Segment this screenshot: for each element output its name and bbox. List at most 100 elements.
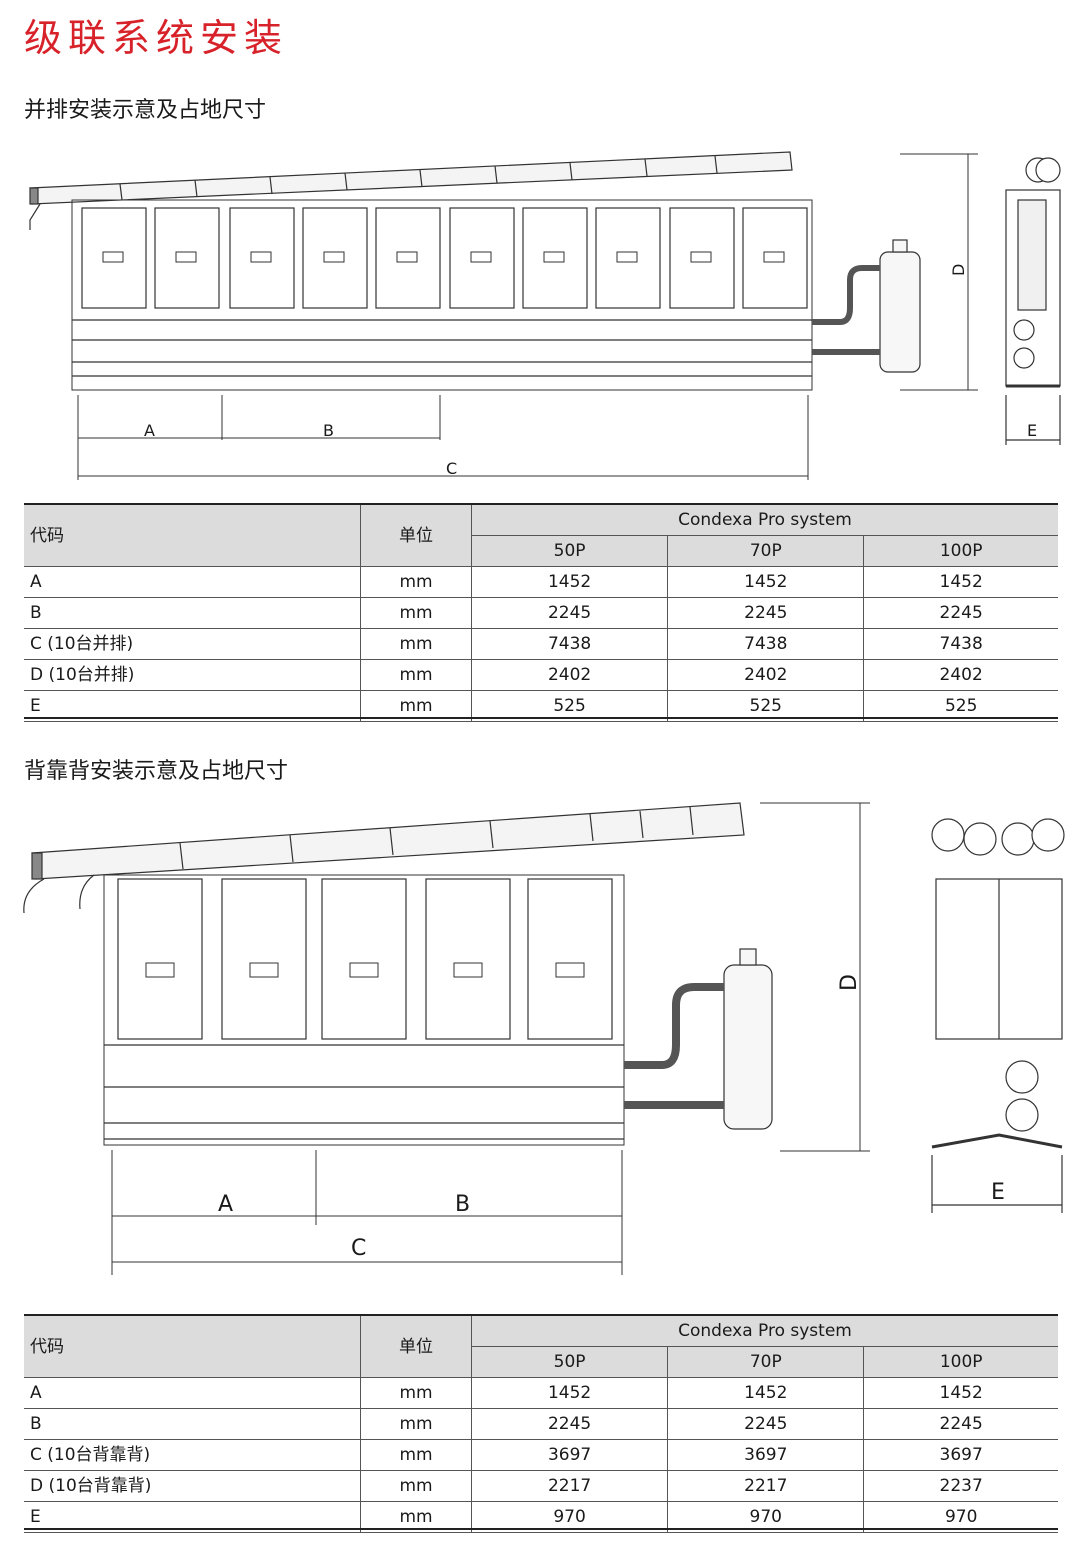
model-header: 50P	[471, 1346, 668, 1378]
row-value: 1452	[863, 1377, 1058, 1409]
frame	[71, 199, 813, 391]
row-unit: mm	[360, 1439, 472, 1471]
row-value: 2402	[667, 659, 864, 691]
row-value: 525	[471, 690, 668, 722]
col-unit-header: 单位	[360, 505, 472, 567]
hydraulic-separator	[812, 239, 921, 373]
row-code: A	[24, 1377, 361, 1409]
row-value: 970	[471, 1501, 668, 1533]
side-by-side-drawing: A B C D E	[29, 151, 1061, 480]
row-code: C (10台并排)	[24, 628, 361, 660]
group-header: Condexa Pro system	[471, 505, 1058, 536]
row-value: 2402	[863, 659, 1058, 691]
row-unit: mm	[360, 1377, 472, 1409]
row-value: 7438	[863, 628, 1058, 660]
dim-c-label: C	[351, 1236, 366, 1261]
model-header: 100P	[863, 535, 1058, 567]
row-value: 2245	[471, 597, 668, 629]
row-code: C (10台背靠背)	[24, 1439, 361, 1471]
section-title-side-by-side: 并排安装示意及占地尺寸	[24, 98, 267, 123]
row-value: 2245	[667, 1408, 864, 1440]
side-view-unit	[931, 818, 1065, 1213]
row-value: 525	[667, 690, 864, 722]
frame	[103, 874, 625, 1146]
row-value: 3697	[471, 1439, 668, 1471]
dim-e-label: E	[991, 1180, 1005, 1205]
row-value: 3697	[667, 1439, 864, 1471]
row-code: D (10台背靠背)	[24, 1470, 361, 1502]
row-unit: mm	[360, 659, 472, 691]
dim-d-label: D	[837, 974, 862, 991]
section-title-back-to-back: 背靠背安装示意及占地尺寸	[24, 759, 289, 784]
table1-bottom-rule	[24, 717, 1058, 719]
row-unit: mm	[360, 1408, 472, 1440]
row-code: D (10台并排)	[24, 659, 361, 691]
row-code: E	[24, 1501, 361, 1533]
table2-bottom-rule	[24, 1528, 1058, 1530]
row-value: 7438	[471, 628, 668, 660]
col-code-header: 代码	[24, 505, 361, 567]
flue-pipe	[31, 802, 745, 880]
dim-a-label: A	[144, 421, 155, 440]
boiler-units	[117, 878, 613, 1040]
group-header: Condexa Pro system	[471, 1316, 1058, 1347]
row-unit: mm	[360, 1501, 472, 1533]
model-header: 100P	[863, 1346, 1058, 1378]
col-unit-header: 单位	[360, 1316, 472, 1378]
dim-a-label: A	[218, 1192, 233, 1217]
dim-d-label: D	[949, 264, 968, 276]
model-header: 50P	[471, 535, 668, 567]
row-value: 525	[863, 690, 1058, 722]
row-value: 2217	[667, 1470, 864, 1502]
row-unit: mm	[360, 690, 472, 722]
row-value: 2402	[471, 659, 668, 691]
row-value: 1452	[471, 1377, 668, 1409]
back-to-back-drawing: A B C D E	[23, 802, 1065, 1275]
row-unit: mm	[360, 628, 472, 660]
table1-top-rule	[24, 503, 1058, 505]
row-value: 2245	[863, 1408, 1058, 1440]
row-value: 2237	[863, 1470, 1058, 1502]
row-unit: mm	[360, 597, 472, 629]
model-header: 70P	[667, 535, 864, 567]
row-value: 2245	[863, 597, 1058, 629]
model-header: 70P	[667, 1346, 864, 1378]
row-value: 1452	[667, 566, 864, 598]
row-code: B	[24, 1408, 361, 1440]
row-value: 7438	[667, 628, 864, 660]
side-view-unit	[1005, 157, 1061, 445]
dim-b-label: B	[455, 1192, 470, 1217]
boiler-displays	[102, 251, 785, 263]
row-code: A	[24, 566, 361, 598]
row-value: 2245	[667, 597, 864, 629]
dim-c-label: C	[446, 459, 457, 478]
col-code-header: 代码	[24, 1316, 361, 1378]
row-value: 1452	[471, 566, 668, 598]
row-value: 970	[863, 1501, 1058, 1533]
row-unit: mm	[360, 566, 472, 598]
row-value: 2245	[471, 1408, 668, 1440]
row-value: 1452	[863, 566, 1058, 598]
hydraulic-separator	[624, 948, 773, 1130]
row-value: 3697	[863, 1439, 1058, 1471]
page-title: 级联系统安装	[24, 16, 289, 60]
dim-b-label: B	[323, 421, 334, 440]
dim-e-label: E	[1027, 421, 1037, 440]
row-code: B	[24, 597, 361, 629]
row-unit: mm	[360, 1470, 472, 1502]
flue-pipe	[29, 151, 793, 205]
row-value: 1452	[667, 1377, 864, 1409]
table2-top-rule	[24, 1314, 1058, 1316]
row-code: E	[24, 690, 361, 722]
